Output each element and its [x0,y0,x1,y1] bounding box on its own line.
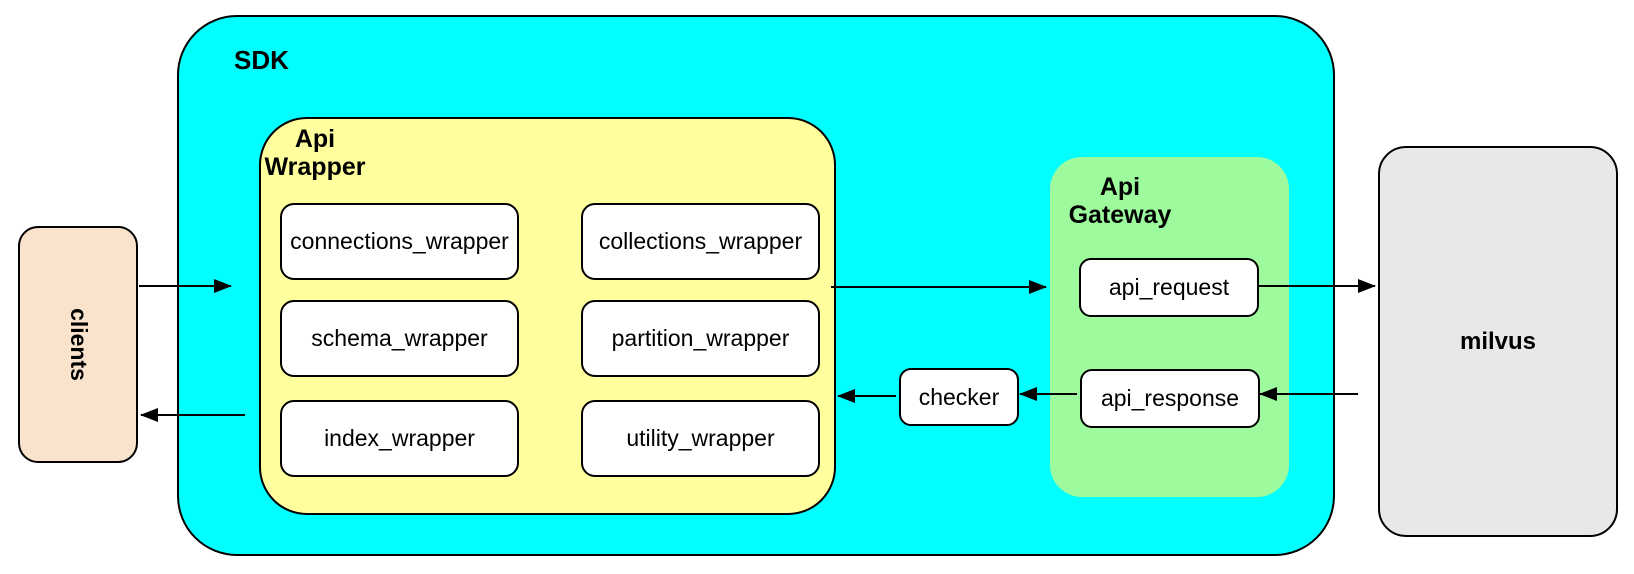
utility-wrapper-box: utility_wrapper [581,400,820,477]
sdk-label: SDK [234,45,289,75]
api-wrapper-label: Api Wrapper [264,125,366,181]
clients-label: clients [65,308,92,381]
partition-wrapper-box: partition_wrapper [581,300,820,377]
collections-wrapper-box: collections_wrapper [581,203,820,280]
milvus-box: milvus [1378,146,1618,537]
api-response-box: api_response [1080,369,1260,428]
checker-box: checker [899,368,1019,426]
clients-box: clients [18,226,138,463]
index-wrapper-box: index_wrapper [280,400,519,477]
api-gateway-label: Api Gateway [1068,173,1172,229]
api-gateway-container: Api Gateway api_request api_response [1050,157,1289,497]
sdk-container: SDK Api Wrapper connections_wrapper coll… [177,15,1335,556]
schema-wrapper-box: schema_wrapper [280,300,519,377]
milvus-label: milvus [1459,327,1537,355]
api-wrapper-container: Api Wrapper connections_wrapper collecti… [259,117,836,515]
connections-wrapper-box: connections_wrapper [280,203,519,280]
api-request-box: api_request [1079,258,1259,317]
